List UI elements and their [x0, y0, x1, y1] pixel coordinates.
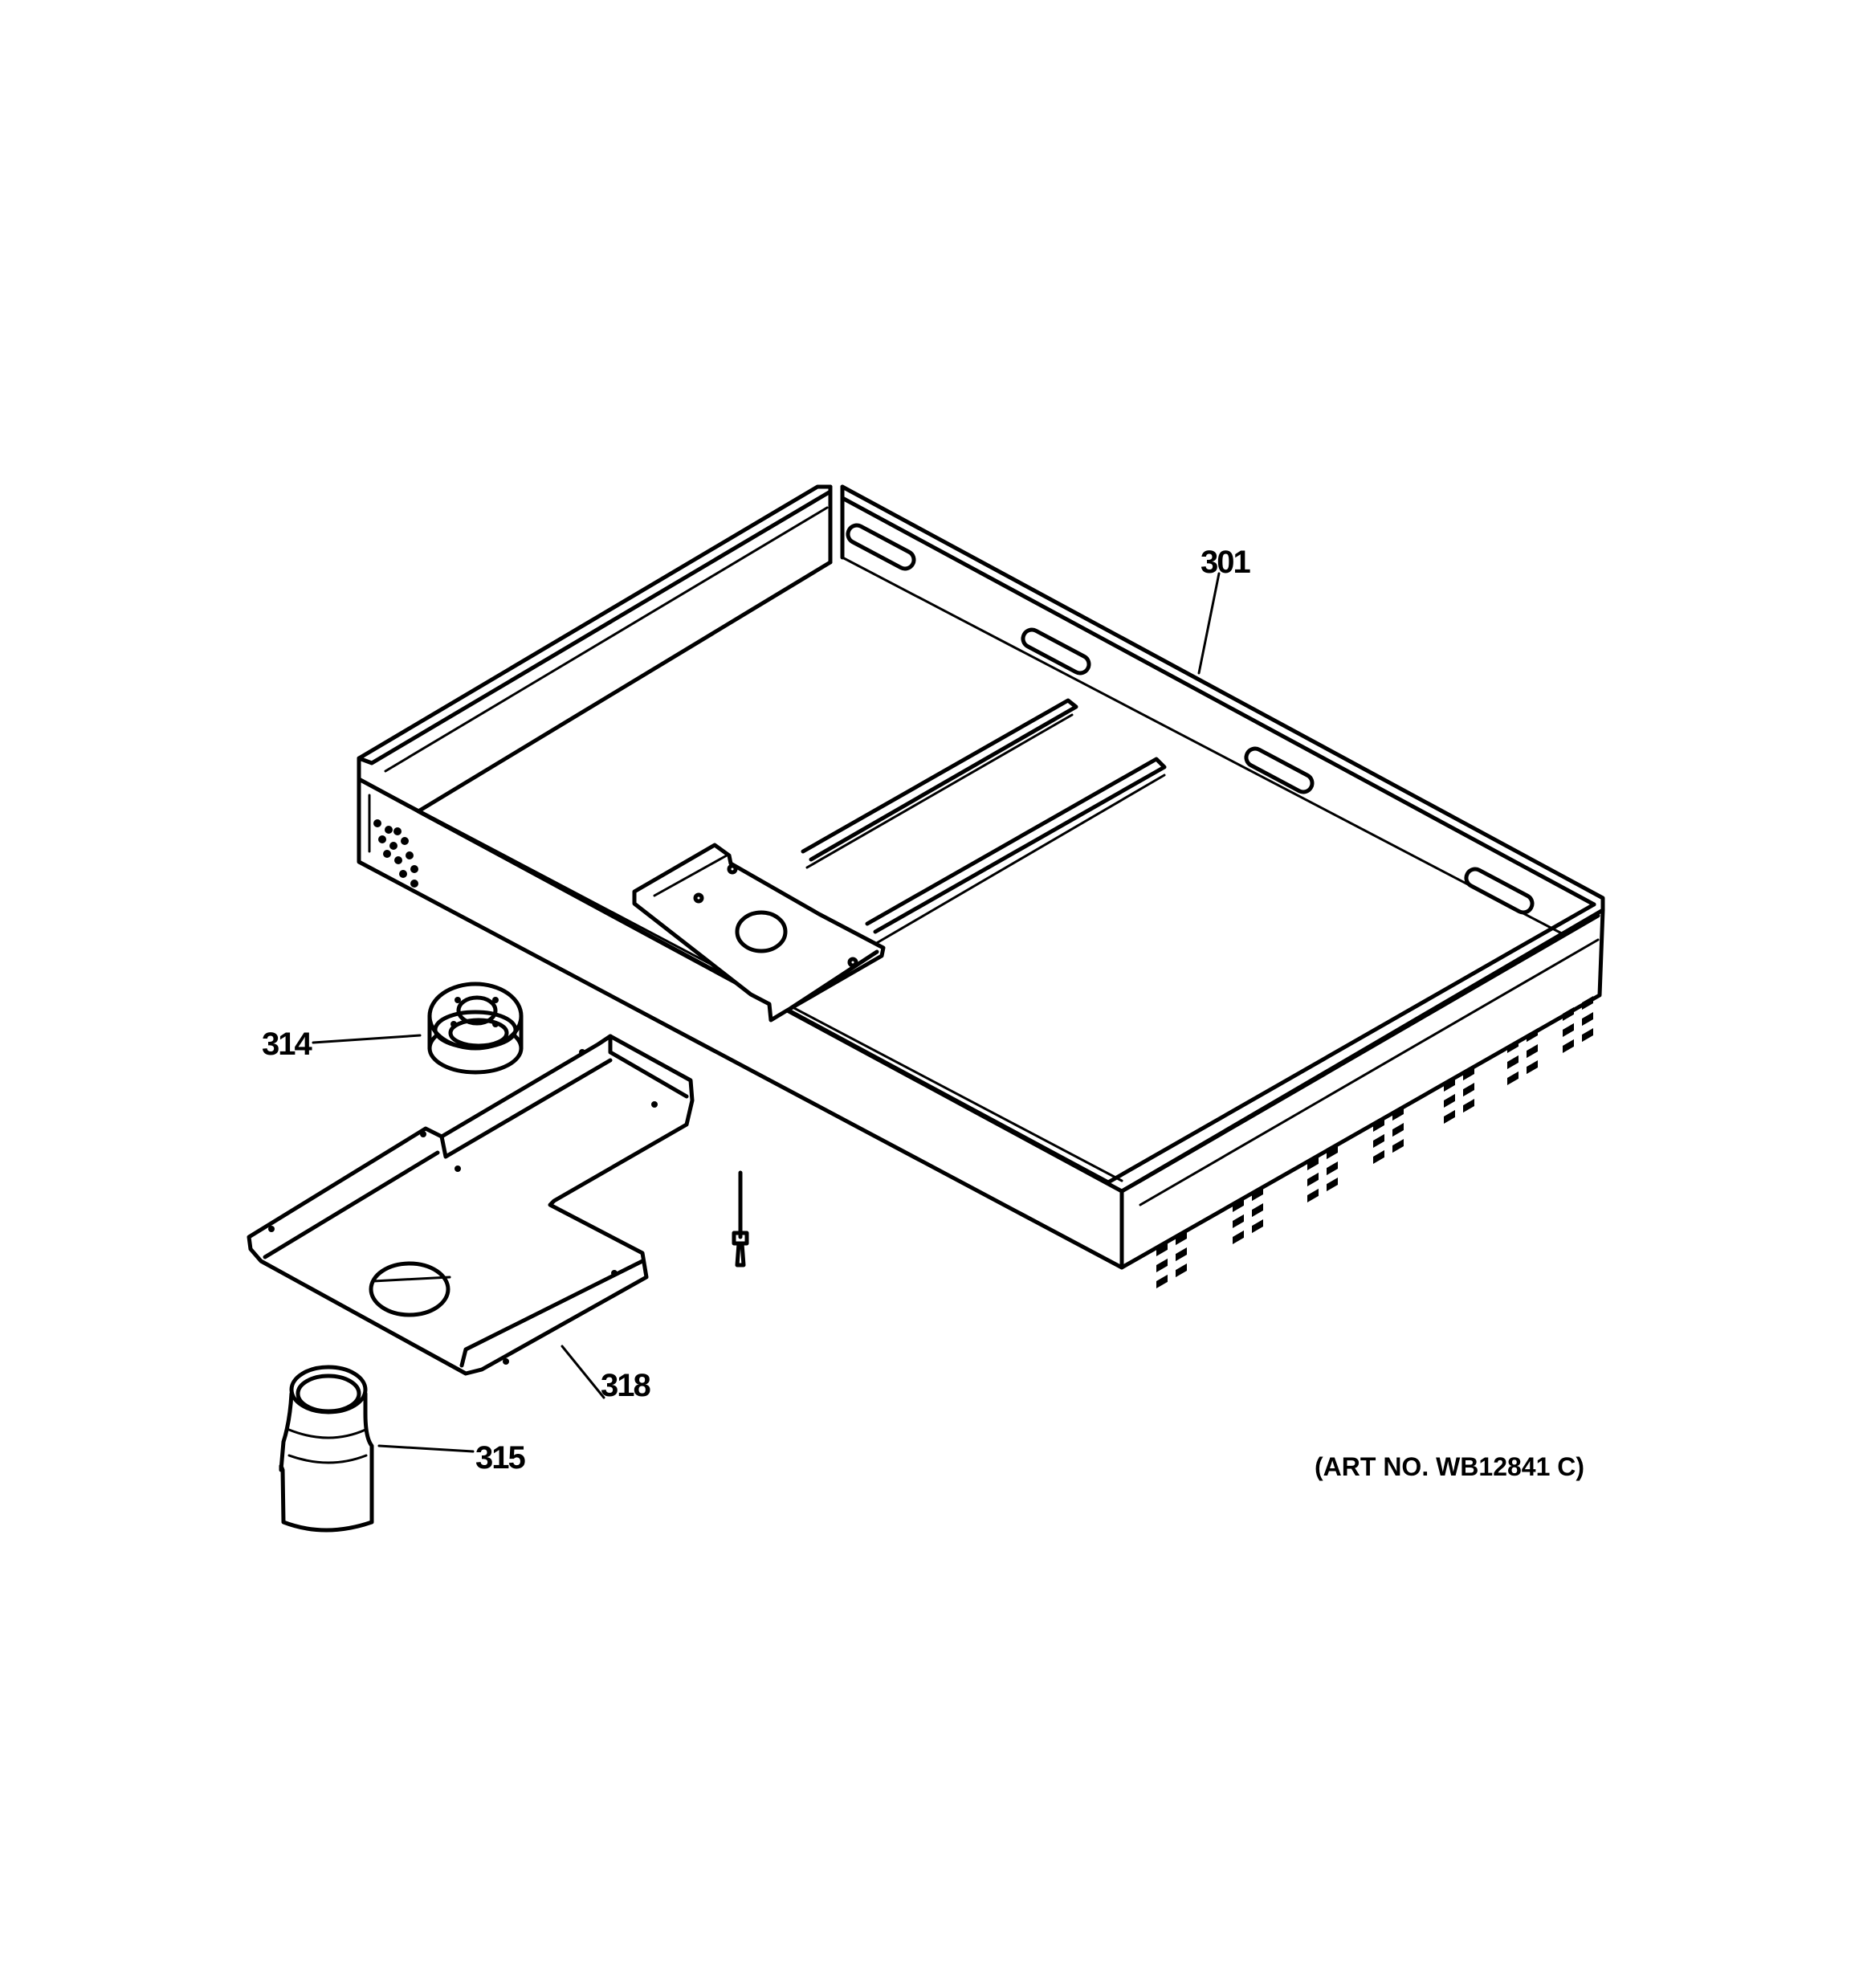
perforations: [373, 819, 418, 888]
callout-314-label: 314: [262, 1027, 312, 1062]
tray-301: [357, 484, 1605, 1288]
grommet-314: [312, 982, 524, 1075]
leader-315: [377, 1444, 475, 1453]
sleeve-315: [279, 1365, 475, 1533]
rivet-pin: [732, 1170, 749, 1268]
callout-301-label: 301: [1201, 545, 1251, 580]
vent-slots: [1156, 996, 1593, 1288]
internal-rails: [801, 698, 1167, 945]
leader-314: [312, 1034, 422, 1044]
callout-315-label: 315: [475, 1440, 526, 1476]
leader-318: [561, 1345, 605, 1399]
callout-318-label: 318: [601, 1368, 651, 1403]
wall-slots: [846, 523, 1535, 915]
art-number: (ART NO. WB12841 C): [1315, 1452, 1585, 1481]
internal-bracket: [632, 843, 886, 1023]
bracket-318: [247, 1034, 695, 1399]
leader-301: [1197, 572, 1221, 675]
